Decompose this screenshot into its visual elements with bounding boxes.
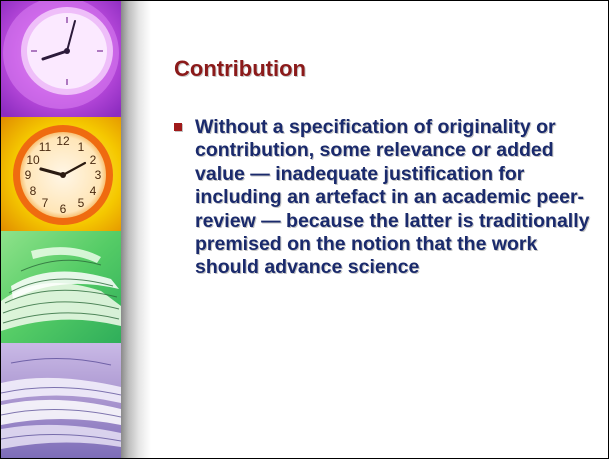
svg-text:11: 11: [39, 140, 52, 154]
svg-text:5: 5: [78, 196, 85, 210]
bullet-list: Without a specification of originality o…: [173, 116, 593, 280]
svg-text:10: 10: [26, 153, 40, 167]
svg-text:7: 7: [42, 196, 49, 210]
svg-text:2: 2: [90, 153, 97, 167]
svg-text:9: 9: [25, 168, 32, 182]
wall-clock-icon: [1, 1, 121, 117]
strip-shadow: [121, 1, 151, 458]
orange-clock-icon: 12 1 2 3 4 5 6 7 8 9 10 11: [1, 117, 121, 231]
svg-text:6: 6: [60, 202, 67, 216]
svg-text:1: 1: [78, 140, 85, 154]
decorative-image-strip: 12 1 2 3 4 5 6 7 8 9 10 11: [1, 1, 121, 458]
books-panel-green: [1, 231, 121, 343]
svg-text:4: 4: [90, 184, 97, 198]
clock-panel-purple: [1, 1, 121, 117]
bullet-item: Without a specification of originality o…: [173, 116, 593, 280]
books-panel-violet: [1, 343, 121, 458]
svg-text:12: 12: [56, 134, 70, 148]
svg-text:8: 8: [30, 184, 37, 198]
svg-text:3: 3: [95, 168, 102, 182]
clock-panel-yellow: 12 1 2 3 4 5 6 7 8 9 10 11: [1, 117, 121, 231]
square-bullet-icon: [174, 123, 182, 131]
bullet-text: Without a specification of originality o…: [195, 116, 590, 279]
open-book-icon: [1, 231, 121, 343]
book-stack-icon: [1, 343, 121, 458]
slide-title: Contribution: [174, 56, 306, 81]
